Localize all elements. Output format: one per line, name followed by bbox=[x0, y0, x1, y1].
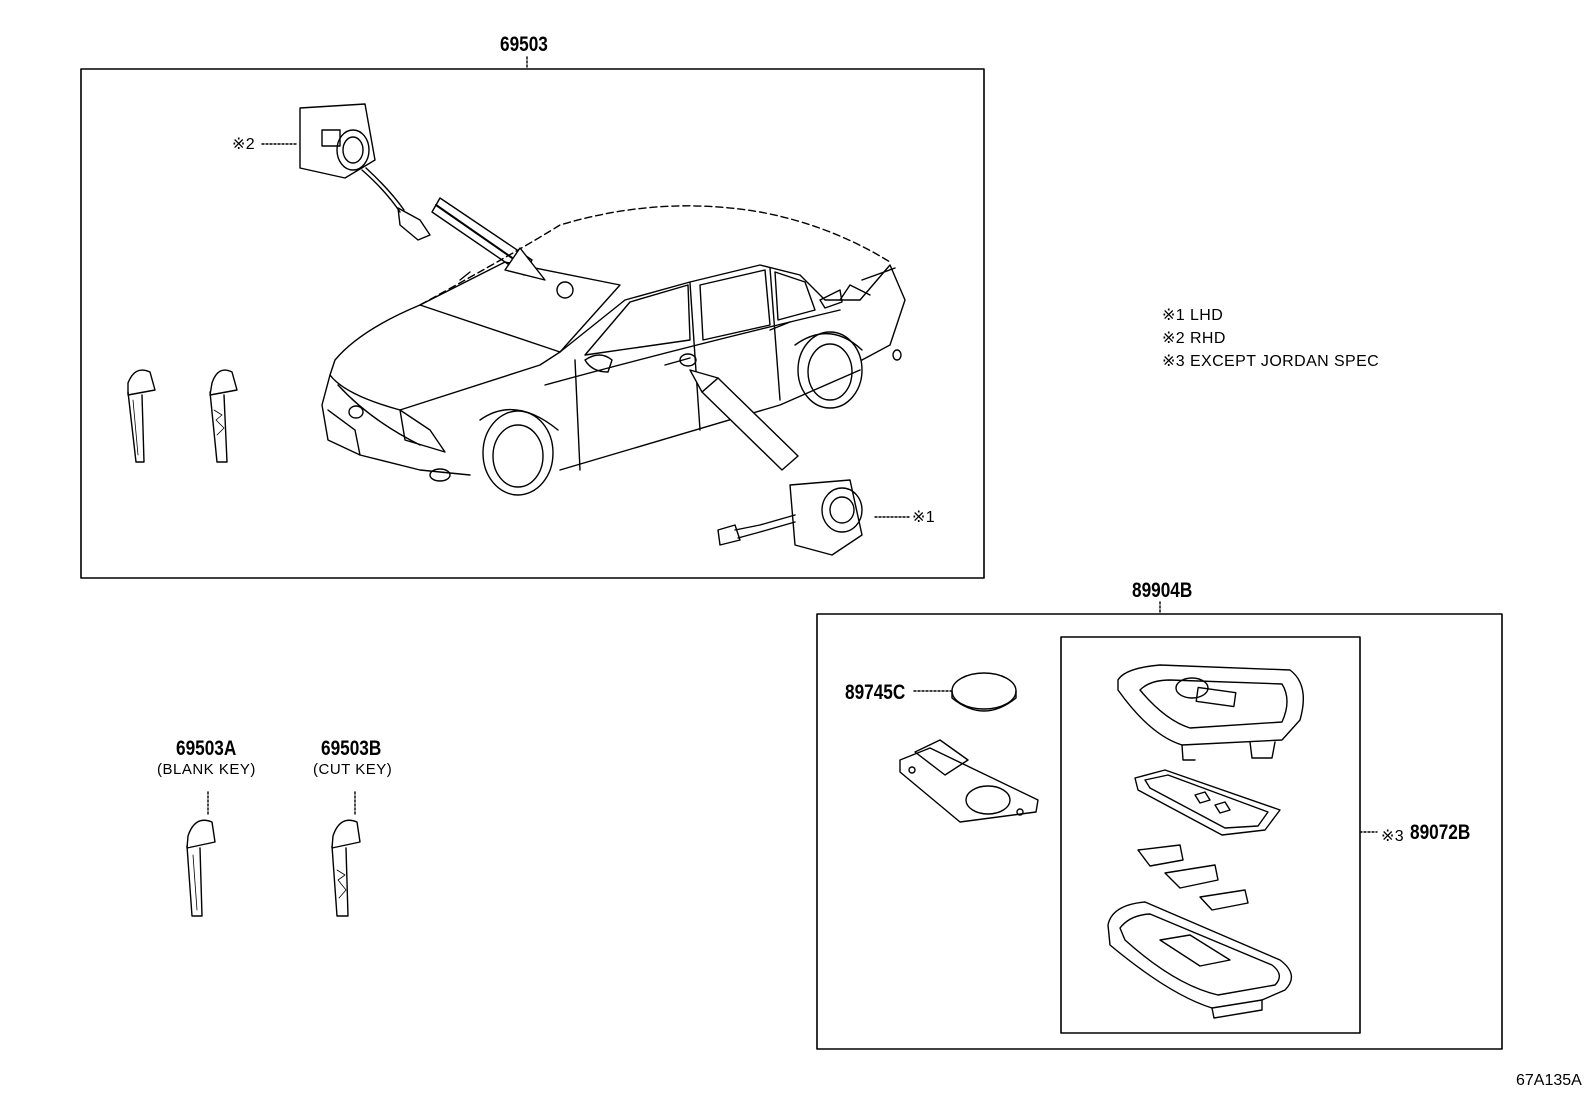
lhd-lock-cylinder bbox=[717, 479, 911, 556]
pointer-arrows bbox=[431, 197, 799, 471]
button-pieces-drawing bbox=[1137, 844, 1249, 911]
part-number-89745c: 89745C bbox=[845, 681, 906, 704]
note-2: ※2 RHD bbox=[1162, 330, 1226, 347]
note-1: ※1 LHD bbox=[1162, 307, 1224, 324]
battery-drawing bbox=[913, 672, 1017, 712]
rhd-lock-cylinder bbox=[261, 103, 431, 241]
part-number-89072b: 89072B bbox=[1410, 821, 1471, 844]
transmitter-assembly-frame bbox=[816, 613, 1503, 1050]
part-number-69503b: 69503B bbox=[321, 737, 382, 760]
case-top-shell-drawing bbox=[1117, 664, 1304, 761]
car-illustration bbox=[321, 205, 906, 496]
part-number-89904b: 89904B bbox=[1132, 579, 1193, 602]
cut-key-description: (CUT KEY) bbox=[313, 761, 393, 778]
case-marker: ※3 bbox=[1381, 828, 1405, 845]
blank-key-drawing bbox=[186, 791, 216, 917]
lock-assembly-frame bbox=[80, 68, 985, 579]
keys-in-box bbox=[127, 369, 238, 463]
transmitter-case-frame bbox=[1060, 636, 1361, 1034]
cut-key-drawing bbox=[331, 791, 361, 917]
part-number-69503a: 69503A bbox=[176, 737, 237, 760]
case-inner-frame-drawing bbox=[1134, 769, 1281, 836]
blank-key-description: (BLANK KEY) bbox=[157, 761, 256, 778]
circuit-board-drawing bbox=[899, 739, 1039, 823]
part-number-69503: 69503 bbox=[500, 33, 548, 56]
case-bottom-shell-drawing bbox=[1107, 901, 1293, 1019]
figure-code: 67A135A bbox=[1516, 1072, 1582, 1089]
rhd-marker: ※2 bbox=[232, 136, 256, 153]
note-3: ※3 EXCEPT JORDAN SPEC bbox=[1162, 353, 1380, 370]
lhd-marker: ※1 bbox=[912, 509, 936, 526]
